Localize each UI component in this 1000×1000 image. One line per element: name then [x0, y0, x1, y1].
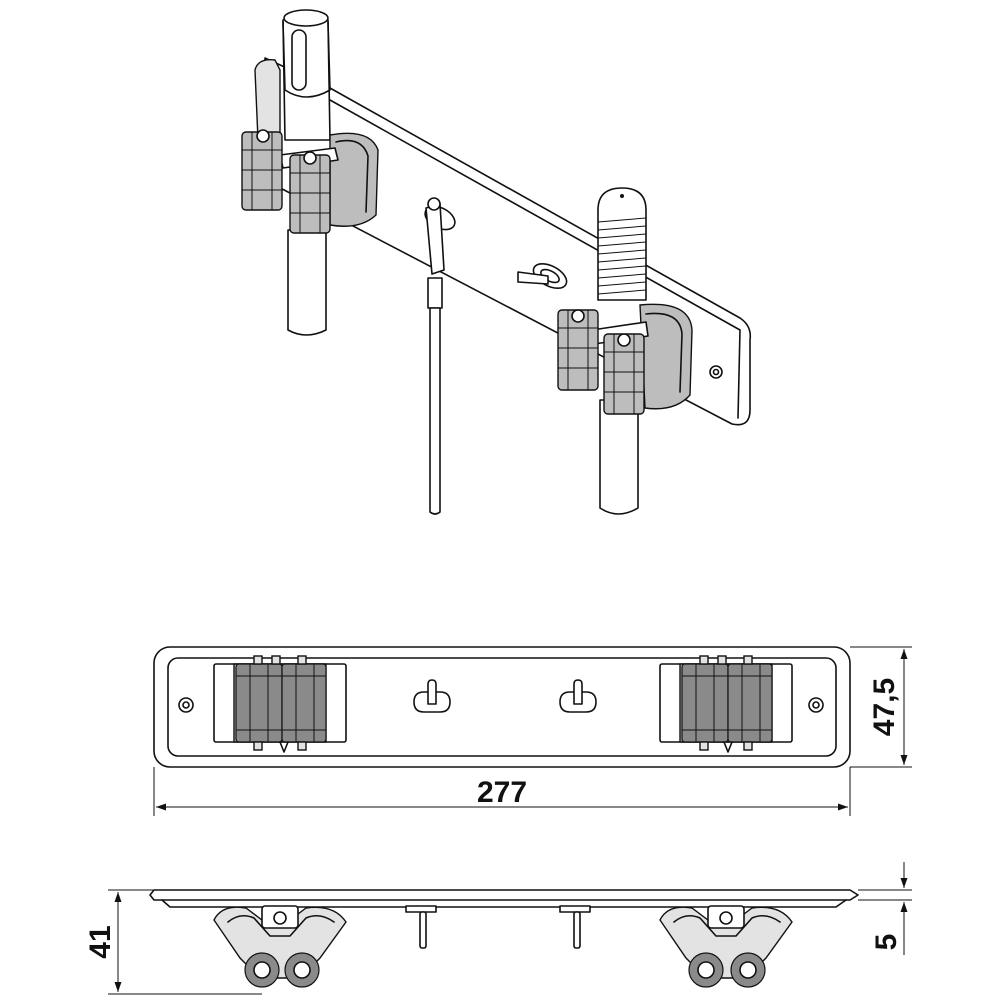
length-label: 277 — [477, 776, 527, 809]
dimension-depth: 41 — [84, 889, 262, 995]
left-clamp-rollers — [241, 129, 331, 234]
dimension-length: 277 — [153, 767, 851, 816]
right-clamp-iso — [557, 303, 693, 415]
right-clamp-rollers — [557, 309, 645, 415]
side-view: 41 5 — [84, 862, 912, 995]
screw-hole-left — [178, 697, 194, 713]
thread-lines — [597, 217, 647, 295]
hook-pin-iso — [517, 262, 568, 290]
height-label: 47,5 — [868, 678, 901, 736]
pin-side-right — [559, 905, 591, 949]
screw-hole-right — [808, 697, 824, 713]
depth-label: 41 — [84, 925, 117, 958]
right-clamp-front — [659, 655, 793, 753]
right-handle-pole — [597, 187, 647, 515]
left-clamp-iso — [241, 129, 379, 234]
left-clamp-side — [213, 905, 347, 988]
pin-side-left — [405, 905, 437, 949]
hook-front-right — [559, 679, 597, 713]
right-side-wheels — [688, 952, 766, 988]
hook-with-rod — [424, 197, 456, 515]
dimension-thickness: 5 — [858, 862, 912, 955]
right-clamp-side — [659, 905, 793, 988]
thickness-label: 5 — [870, 934, 903, 951]
left-side-wheels — [244, 952, 320, 988]
left-clamp-front — [213, 655, 347, 753]
dimension-height: 47,5 — [850, 646, 912, 768]
rail-inner-outline — [167, 657, 837, 757]
left-handle-pole — [254, 9, 331, 336]
hook-front-left — [413, 679, 451, 713]
rail-profile — [149, 889, 859, 901]
front-view: 277 47,5 — [153, 646, 912, 816]
isometric-view — [241, 9, 752, 515]
